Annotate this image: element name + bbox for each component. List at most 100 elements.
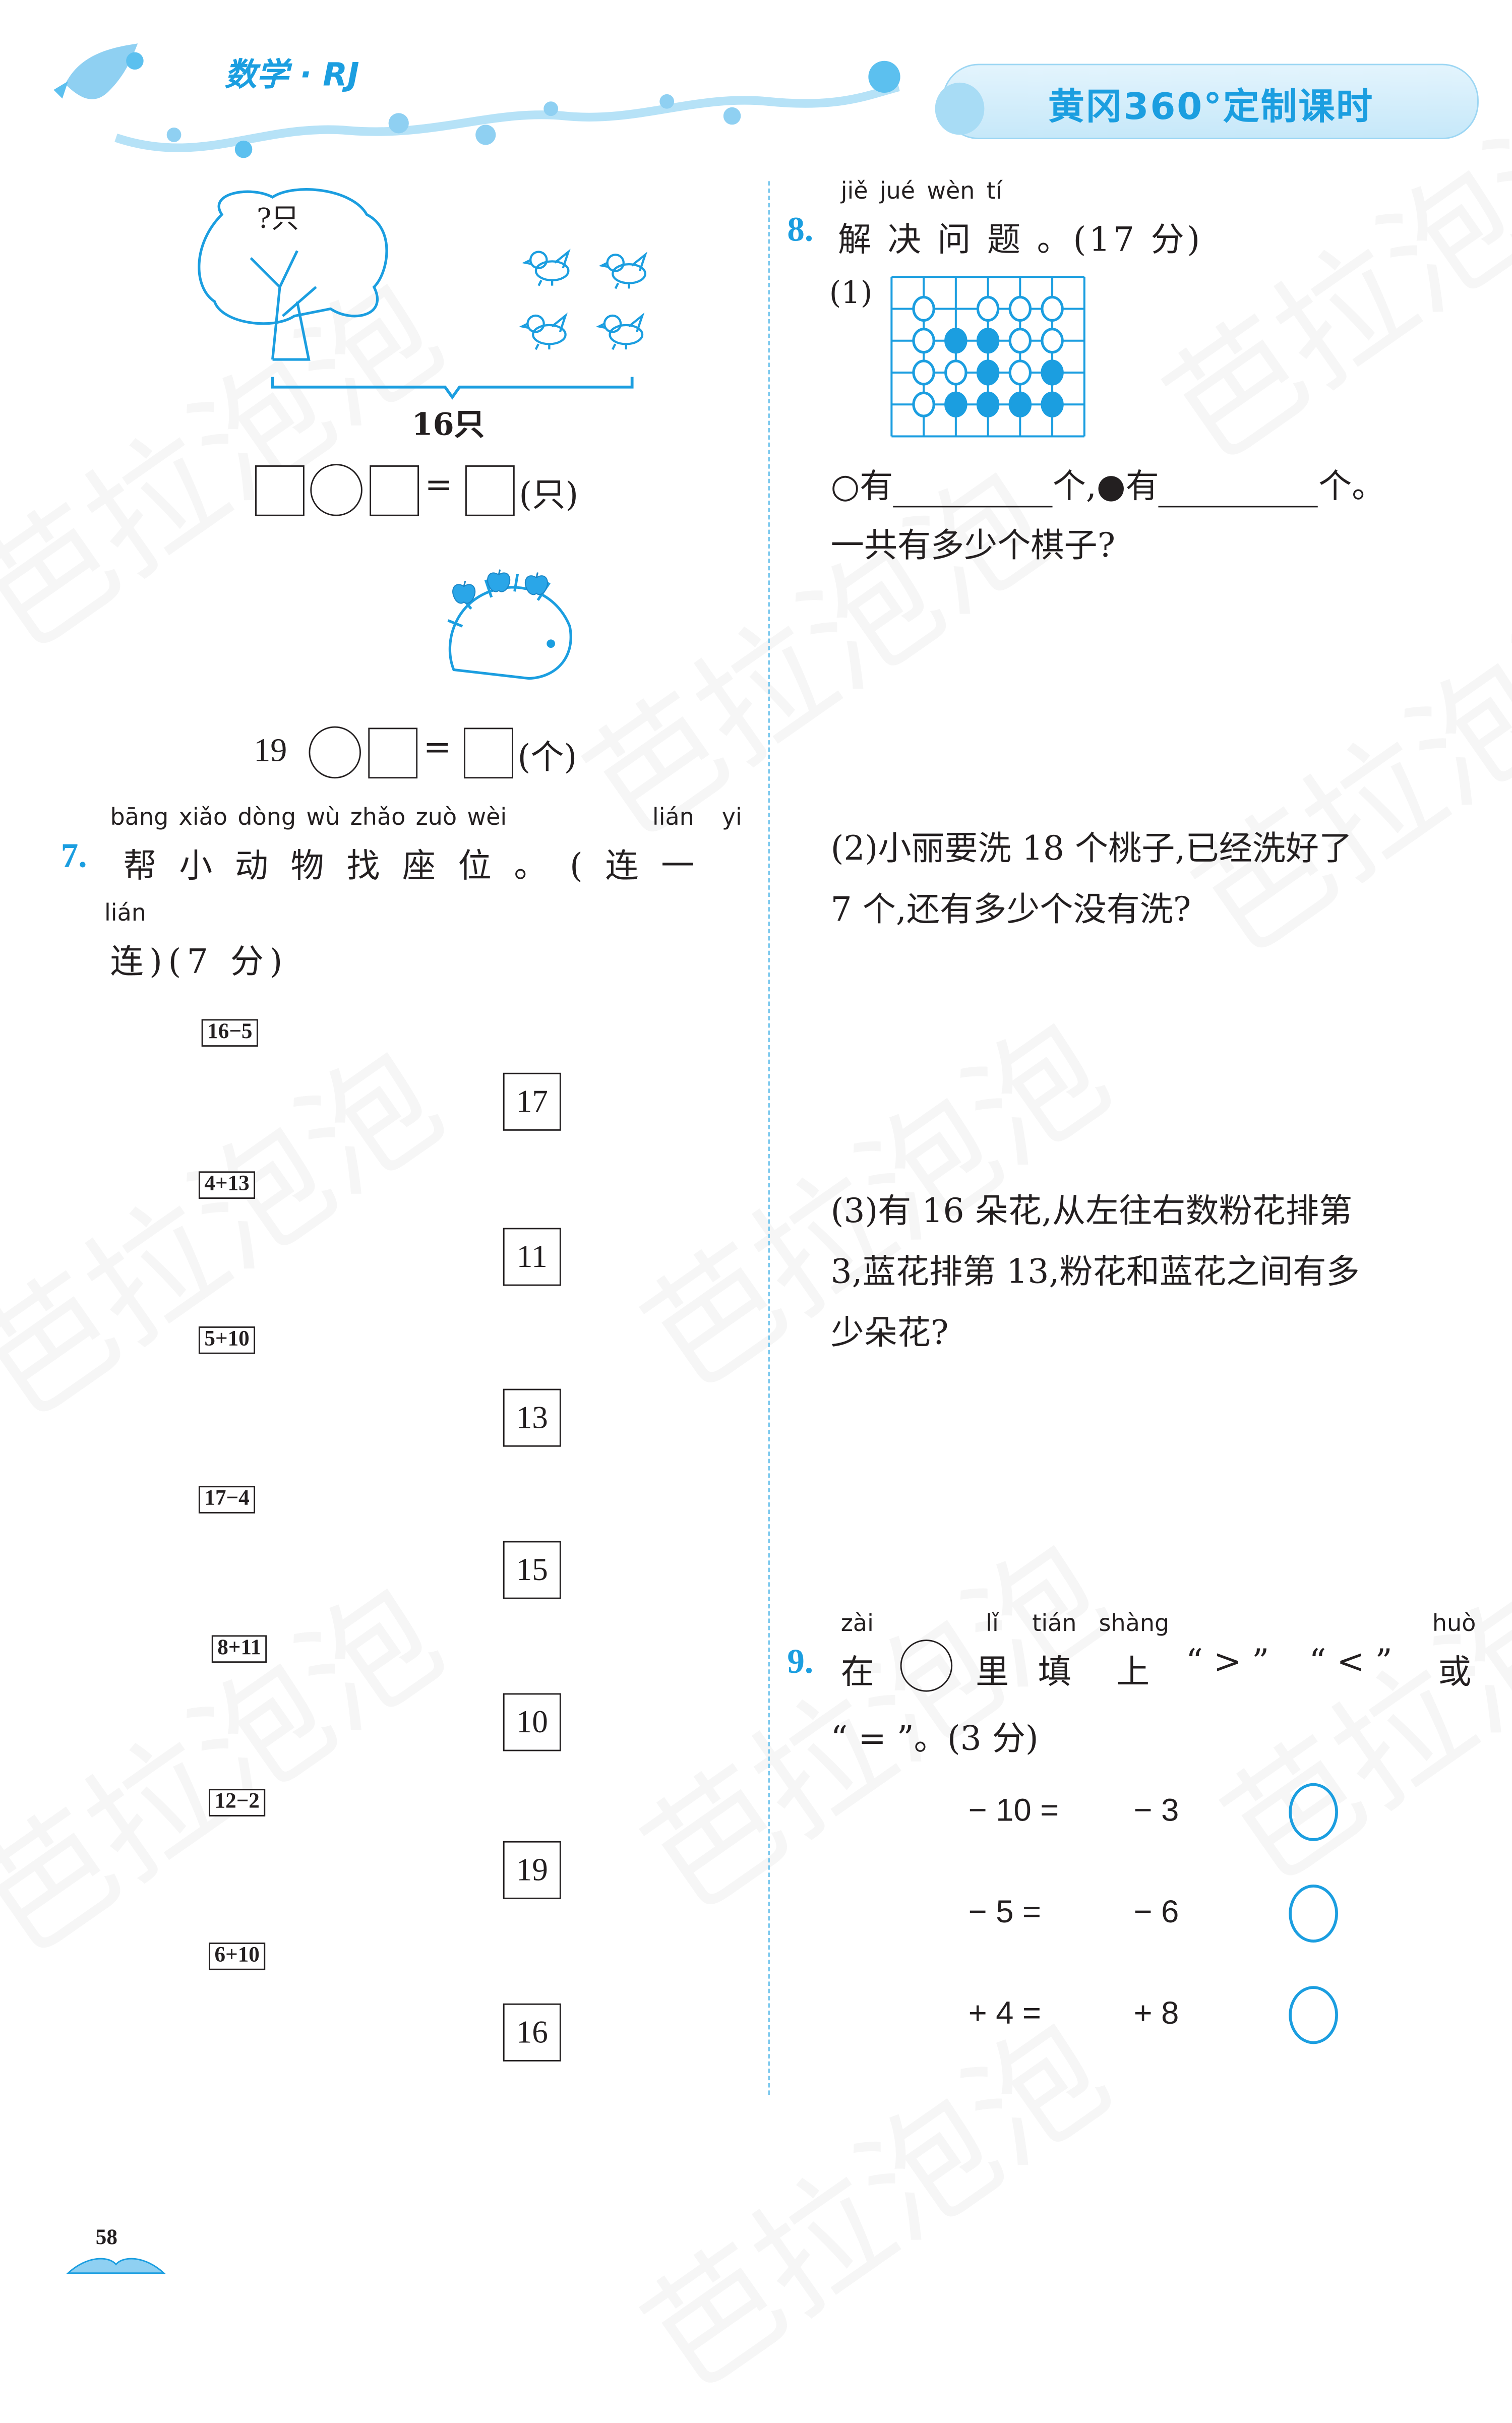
desk[interactable]: 12−2	[159, 1777, 297, 1908]
black-stone	[944, 391, 967, 417]
desk-expression: 4+13	[198, 1171, 256, 1199]
sentence-end: 个。	[1318, 468, 1385, 506]
seat-number[interactable]: 13	[503, 1388, 561, 1447]
desk-expression: 8+11	[211, 1635, 267, 1663]
question-title: 帮小动物找座位。(连一	[123, 848, 717, 886]
instruction-word: 填	[1038, 1654, 1071, 1692]
black-stone	[976, 391, 1000, 417]
equation-operand: + 8	[1133, 1994, 1179, 2031]
subquestion-text: 7 个,还有多少个没有洗?	[830, 891, 1191, 930]
instruction-word: 里	[976, 1654, 1009, 1692]
subquestion-text: 一共有多少个棋子?	[830, 527, 1116, 566]
tree-count-label: ?只	[256, 203, 299, 235]
seat-number[interactable]: 16	[503, 2003, 561, 2062]
white-count-blank[interactable]	[893, 474, 1053, 508]
bird-icon	[599, 250, 654, 290]
book-icon	[66, 2258, 166, 2274]
hedgehog-icon	[447, 569, 572, 680]
watermark: 芭拉泡泡	[1153, 534, 1512, 988]
subject-label: 数学 · RJ	[224, 58, 359, 94]
series-banner: 黄冈360°定制课时	[935, 64, 1479, 140]
desk[interactable]: 5+10	[149, 1315, 287, 1445]
question-title-continued: 连)(7 分)	[110, 943, 288, 982]
pinyin: lián	[104, 898, 146, 927]
instruction-continued: “ = ”。(3 分)	[830, 1721, 1039, 1759]
instruction-word: 或	[1438, 1654, 1472, 1692]
seat-number[interactable]: 15	[503, 1541, 561, 1599]
white-stone	[1041, 295, 1064, 322]
desk-expression: 6+10	[209, 1943, 266, 1970]
answer-box[interactable]	[464, 728, 513, 779]
bird-icon	[522, 247, 577, 287]
white-stone	[1008, 328, 1032, 354]
operator-circle[interactable]	[309, 726, 361, 779]
circle-symbol	[900, 1640, 953, 1692]
compare-circle[interactable]	[1289, 1885, 1338, 1943]
compare-circle[interactable]	[1289, 1783, 1338, 1841]
black-stone	[976, 328, 1000, 354]
black-count-blank[interactable]	[1159, 474, 1319, 508]
equation-operator: − 10 =	[968, 1791, 1059, 1828]
tree-icon	[198, 188, 388, 361]
desk-expression: 16−5	[201, 1019, 259, 1047]
black-stone	[944, 328, 967, 354]
equation-operator: + 4 =	[968, 1994, 1041, 2031]
equation-operator: − 5 =	[968, 1893, 1041, 1930]
desk-expression: 5+10	[198, 1326, 256, 1354]
count-answer-line: ○有 个,●有 个。	[831, 458, 1385, 508]
question-number: 8.	[787, 211, 814, 250]
black-stone	[1041, 359, 1064, 386]
desk[interactable]: 17−4	[149, 1474, 287, 1605]
question-number: 7.	[61, 837, 87, 876]
operator-circle[interactable]	[310, 464, 362, 516]
pinyin: lián yi	[652, 803, 742, 831]
compare-circle[interactable]	[1289, 1986, 1338, 2044]
pinyin: tián	[1032, 1609, 1077, 1637]
seat-number[interactable]: 10	[503, 1693, 561, 1751]
apple-grid	[271, 548, 409, 696]
pinyin: bāng xiǎo dòng wù zhǎo zuò wèi	[110, 803, 507, 831]
answer-box[interactable]	[368, 728, 418, 779]
desk[interactable]: 6+10	[159, 1931, 297, 2062]
pinyin: zài	[840, 1609, 874, 1637]
workbook-page: 芭拉泡泡 芭拉泡泡 芭拉泡泡 芭拉泡泡 芭拉泡泡 芭拉泡泡 芭拉泡泡 芭拉泡泡 …	[53, 43, 1512, 2274]
white-stone	[912, 359, 935, 386]
banner-ornament	[935, 82, 985, 135]
equals-sign: =	[423, 729, 452, 767]
equals-sign: =	[425, 466, 453, 505]
equation-start: 19	[254, 732, 287, 768]
bird-icon	[519, 310, 574, 351]
seat-number[interactable]: 11	[503, 1228, 561, 1286]
pinyin: lǐ	[986, 1609, 999, 1637]
total-label: 16只	[411, 406, 485, 442]
white-stone	[1008, 295, 1032, 322]
white-stone	[944, 359, 967, 386]
subquestion-text: (2)小丽要洗 18 个桃子,已经洗好了	[830, 830, 1353, 869]
black-stone	[1008, 391, 1032, 417]
wave-decoration	[114, 60, 900, 158]
answer-box[interactable]	[255, 465, 305, 516]
bird-logo-icon	[53, 43, 144, 99]
watermark: 芭拉泡泡	[602, 1969, 1137, 2423]
white-stone	[1008, 359, 1032, 386]
desk[interactable]: 16−5	[152, 1007, 290, 1138]
equation-operand: − 3	[1133, 1791, 1179, 1828]
black-stone	[1041, 391, 1064, 417]
pinyin: shàng	[1099, 1609, 1170, 1637]
seat-number[interactable]: 17	[503, 1072, 561, 1131]
answer-box[interactable]	[465, 465, 515, 516]
subquestion-text: 3,蓝花排第 13,粉花和蓝花之间有多	[830, 1254, 1360, 1292]
instruction-word: “ > ”	[1186, 1644, 1269, 1682]
desk[interactable]: 8+11	[162, 1623, 300, 1754]
white-stone	[1041, 328, 1064, 354]
unit-label: (只)	[519, 477, 579, 515]
subquestion-text: 少朵花?	[830, 1314, 949, 1353]
answer-box[interactable]	[370, 465, 419, 516]
pinyin: jiě jué wèn tí	[840, 176, 1002, 205]
brace	[271, 377, 634, 400]
desk[interactable]: 4+13	[149, 1160, 287, 1290]
white-stone	[912, 328, 935, 354]
black-stone-label: 个,●有	[1052, 468, 1159, 506]
white-stone-label: ○有	[830, 468, 893, 506]
seat-number[interactable]: 19	[503, 1841, 561, 1899]
